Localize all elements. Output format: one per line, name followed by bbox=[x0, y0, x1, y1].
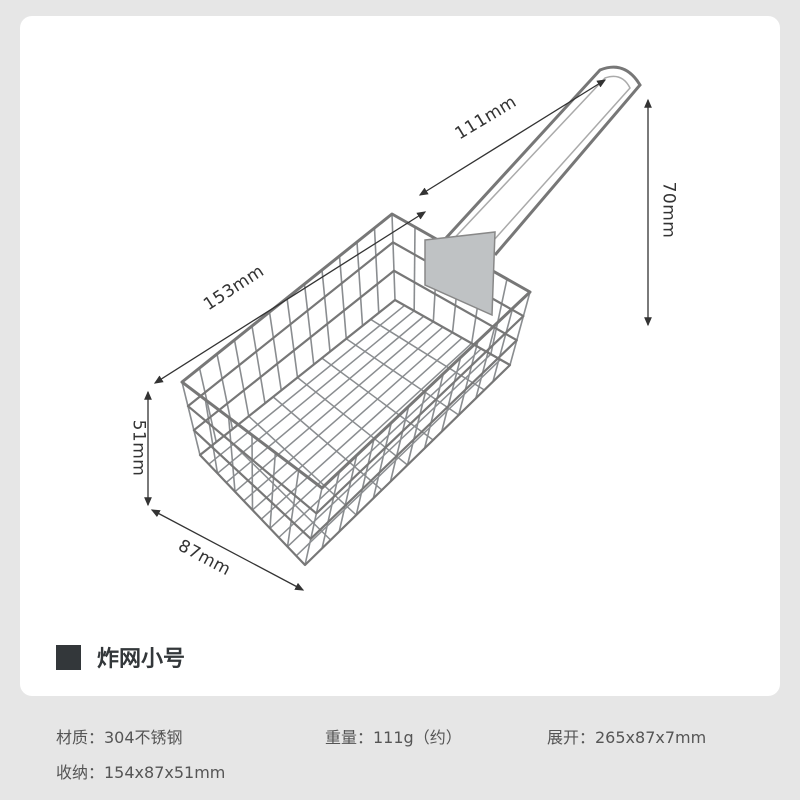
dim-line-width bbox=[150, 509, 305, 591]
basket-wire bbox=[406, 389, 427, 466]
basket-wire bbox=[260, 337, 463, 520]
dimension-lines bbox=[144, 79, 652, 591]
dim-label-handle-height: 70mm bbox=[658, 181, 679, 239]
basket-wire bbox=[286, 297, 299, 378]
basket-wire bbox=[303, 283, 315, 365]
basket-wire bbox=[204, 399, 219, 474]
product-title-text: 炸网小号 bbox=[97, 647, 186, 672]
basket-wire bbox=[373, 227, 380, 313]
title-square-icon bbox=[56, 644, 81, 670]
basket-wire bbox=[391, 213, 396, 301]
basket-wire bbox=[251, 325, 266, 404]
basket-wire bbox=[286, 470, 300, 547]
spec-storage: 收纳：154x87x51mm bbox=[56, 763, 226, 782]
basket-wire bbox=[251, 434, 254, 511]
basket-wire bbox=[208, 304, 406, 465]
basket-wire bbox=[423, 373, 445, 449]
basket-wire bbox=[475, 324, 497, 399]
spec-weight: 重量：111g（约） bbox=[325, 728, 462, 747]
basket-wire bbox=[413, 226, 416, 311]
basket-wire bbox=[304, 487, 323, 566]
basket-wire bbox=[457, 340, 479, 416]
basket-wire bbox=[355, 438, 375, 516]
basket-wire bbox=[338, 255, 348, 339]
basket-wire bbox=[286, 353, 492, 548]
basket-wire bbox=[233, 339, 250, 417]
basket-wire bbox=[321, 471, 341, 549]
basket-wire bbox=[492, 308, 514, 382]
basket-handle bbox=[433, 65, 642, 256]
basket-wire bbox=[490, 278, 508, 355]
basket-wire bbox=[389, 406, 410, 482]
basket-wire bbox=[181, 381, 201, 456]
basket-wire bbox=[321, 269, 331, 352]
basket-wire bbox=[269, 342, 473, 529]
basket-handle-inner bbox=[444, 75, 631, 251]
basket-wire bbox=[372, 422, 393, 499]
basket-wireframe bbox=[180, 65, 642, 567]
dim-line-length bbox=[153, 211, 427, 384]
handle-bracket bbox=[424, 231, 496, 317]
dim-line-handle bbox=[418, 79, 607, 196]
basket-wire bbox=[227, 417, 236, 492]
basket-wire bbox=[278, 348, 482, 539]
basket-wire bbox=[338, 455, 358, 532]
spec-material: 材质：304不锈钢 bbox=[56, 728, 183, 747]
spec-unfolded: 展开：265x87x7mm bbox=[547, 728, 707, 747]
basket-wire bbox=[295, 359, 501, 557]
basket-wire bbox=[268, 311, 283, 391]
product-title: 炸网小号 bbox=[56, 641, 185, 673]
basket-wire bbox=[509, 291, 531, 366]
dim-label-height: 51mm bbox=[128, 419, 149, 477]
basket-wire bbox=[440, 357, 462, 432]
